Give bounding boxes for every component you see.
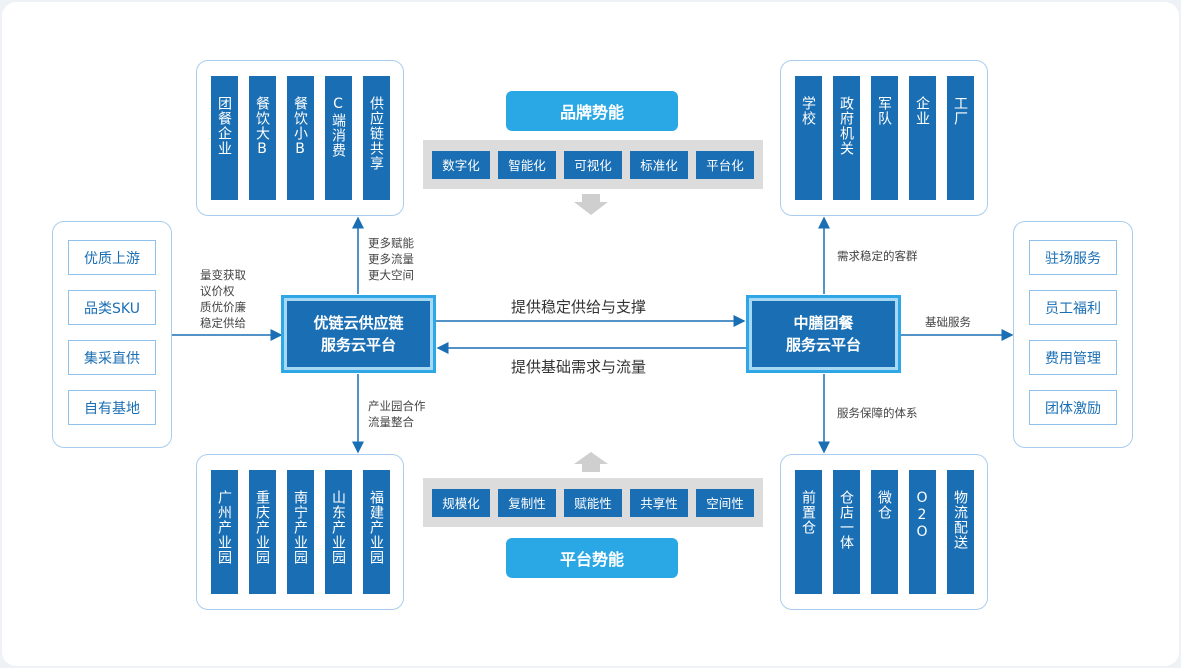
list-item: 驻场服务 bbox=[1029, 240, 1117, 275]
left-down-label: 产业园合作 流量整合 bbox=[368, 399, 426, 429]
column-item: 军队 bbox=[870, 76, 898, 200]
brand-chip: 标准化 bbox=[630, 150, 688, 179]
column-item: 前置仓 bbox=[794, 470, 822, 594]
list-item: 员工福利 bbox=[1029, 290, 1117, 325]
platform-chip: 空间性 bbox=[696, 488, 754, 517]
platform-chip: 复制性 bbox=[498, 488, 556, 517]
right-down-label: 服务保障的体系 bbox=[837, 406, 918, 420]
platform-energy-up-arrow bbox=[574, 452, 608, 472]
list-item: 品类SKU bbox=[68, 290, 156, 325]
platform-energy-title: 平台势能 bbox=[506, 538, 678, 578]
column-item: 仓店一体 bbox=[832, 470, 860, 594]
right-up-label: 需求稳定的客群 bbox=[837, 249, 918, 263]
platform-energy-band: 规模化 复制性 赋能性 共享性 空间性 bbox=[423, 478, 763, 527]
column-item: O2O bbox=[908, 470, 936, 594]
column-item: 餐饮小B bbox=[286, 76, 314, 200]
list-item: 集采直供 bbox=[68, 340, 156, 375]
center-top-label: 提供稳定供给与支撑 bbox=[511, 298, 647, 316]
column-item: 工厂 bbox=[946, 76, 974, 200]
brand-energy-title: 品牌势能 bbox=[506, 91, 678, 131]
list-item: 优质上游 bbox=[68, 240, 156, 275]
brand-chip: 平台化 bbox=[696, 150, 754, 179]
brand-energy-down-arrow bbox=[574, 194, 608, 215]
column-item: 学校 bbox=[794, 76, 822, 200]
right-catering-platform: 中膳团餐 服务云平台 bbox=[746, 295, 901, 373]
brand-chip: 数字化 bbox=[432, 150, 490, 179]
column-item: 重庆产业园 bbox=[248, 470, 276, 594]
column-item: 团餐企业 bbox=[210, 76, 238, 200]
top-left-customer-box: 团餐企业 餐饮大B 餐饮小B C端消费 供应链共享 bbox=[196, 60, 404, 216]
left-up-label: 更多赋能 更多流量 更大空间 bbox=[368, 236, 414, 282]
column-item: C端消费 bbox=[324, 76, 352, 200]
left-supply-list-box: 优质上游 品类SKU 集采直供 自有基地 bbox=[52, 221, 172, 448]
brand-chip: 可视化 bbox=[564, 150, 622, 179]
brand-energy-band: 数字化 智能化 可视化 标准化 平台化 bbox=[423, 140, 763, 189]
column-item: 山东产业园 bbox=[324, 470, 352, 594]
bottom-left-park-box: 广州产业园 重庆产业园 南宁产业园 山东产业园 福建产业园 bbox=[196, 454, 404, 610]
column-item: 政府机关 bbox=[832, 76, 860, 200]
bottom-right-logistics-box: 前置仓 仓店一体 微仓 O2O 物流配送 bbox=[780, 454, 988, 610]
right-output-label: 基础服务 bbox=[925, 315, 971, 329]
column-item: 企业 bbox=[908, 76, 936, 200]
column-item: 物流配送 bbox=[946, 470, 974, 594]
column-item: 餐饮大B bbox=[248, 76, 276, 200]
column-item: 福建产业园 bbox=[362, 470, 390, 594]
center-bottom-label: 提供基础需求与流量 bbox=[511, 358, 647, 376]
column-item: 微仓 bbox=[870, 470, 898, 594]
brand-chip: 智能化 bbox=[498, 150, 556, 179]
left-input-label: 量变获取 议价权 质优价廉 稳定供给 bbox=[200, 268, 246, 330]
platform-chip: 规模化 bbox=[432, 488, 490, 517]
column-item: 南宁产业园 bbox=[286, 470, 314, 594]
list-item: 自有基地 bbox=[68, 390, 156, 425]
list-item: 团体激励 bbox=[1029, 390, 1117, 425]
right-service-list-box: 驻场服务 员工福利 费用管理 团体激励 bbox=[1013, 221, 1133, 448]
column-item: 供应链共享 bbox=[362, 76, 390, 200]
list-item: 费用管理 bbox=[1029, 340, 1117, 375]
top-right-customer-box: 学校 政府机关 军队 企业 工厂 bbox=[780, 60, 988, 216]
column-item: 广州产业园 bbox=[210, 470, 238, 594]
platform-chip: 赋能性 bbox=[564, 488, 622, 517]
left-supply-chain-platform: 优链云供应链 服务云平台 bbox=[281, 295, 436, 373]
platform-chip: 共享性 bbox=[630, 488, 688, 517]
